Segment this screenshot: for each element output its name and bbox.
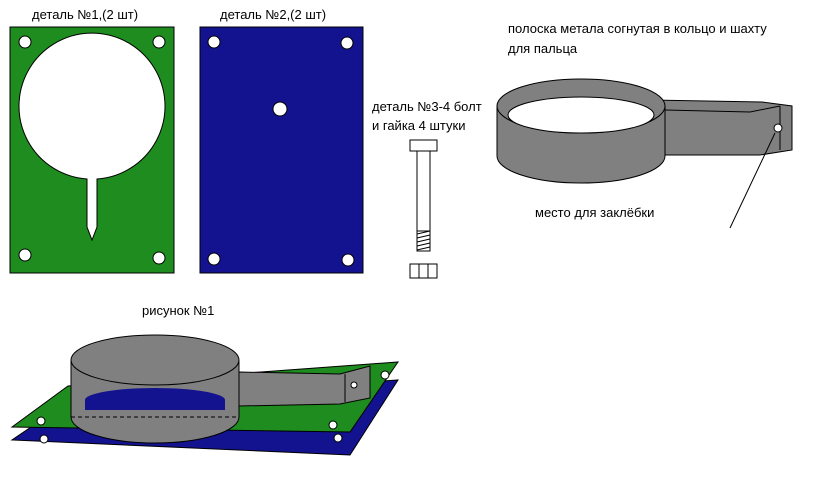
strip-label-line2: для пальца bbox=[508, 41, 578, 56]
part2-label: деталь №2,(2 шт) bbox=[220, 7, 327, 22]
part34-label-line2: и гайка 4 штуки bbox=[372, 118, 466, 133]
bolt-and-nut bbox=[409, 139, 438, 279]
part1-label: деталь №1,(2 шт) bbox=[32, 7, 139, 22]
metal-ring-strip bbox=[496, 78, 793, 229]
figure-label: рисунок №1 bbox=[142, 303, 215, 318]
rivet-label: место для заклёбки bbox=[535, 205, 655, 220]
strip-label-line1: полоска метала согнутая в кольцо и шахту bbox=[508, 21, 767, 36]
part34-label-line1: деталь №3-4 болт bbox=[372, 99, 482, 114]
assembly-figure bbox=[10, 334, 399, 456]
part2-plate bbox=[199, 26, 364, 274]
part1-plate bbox=[9, 26, 175, 274]
